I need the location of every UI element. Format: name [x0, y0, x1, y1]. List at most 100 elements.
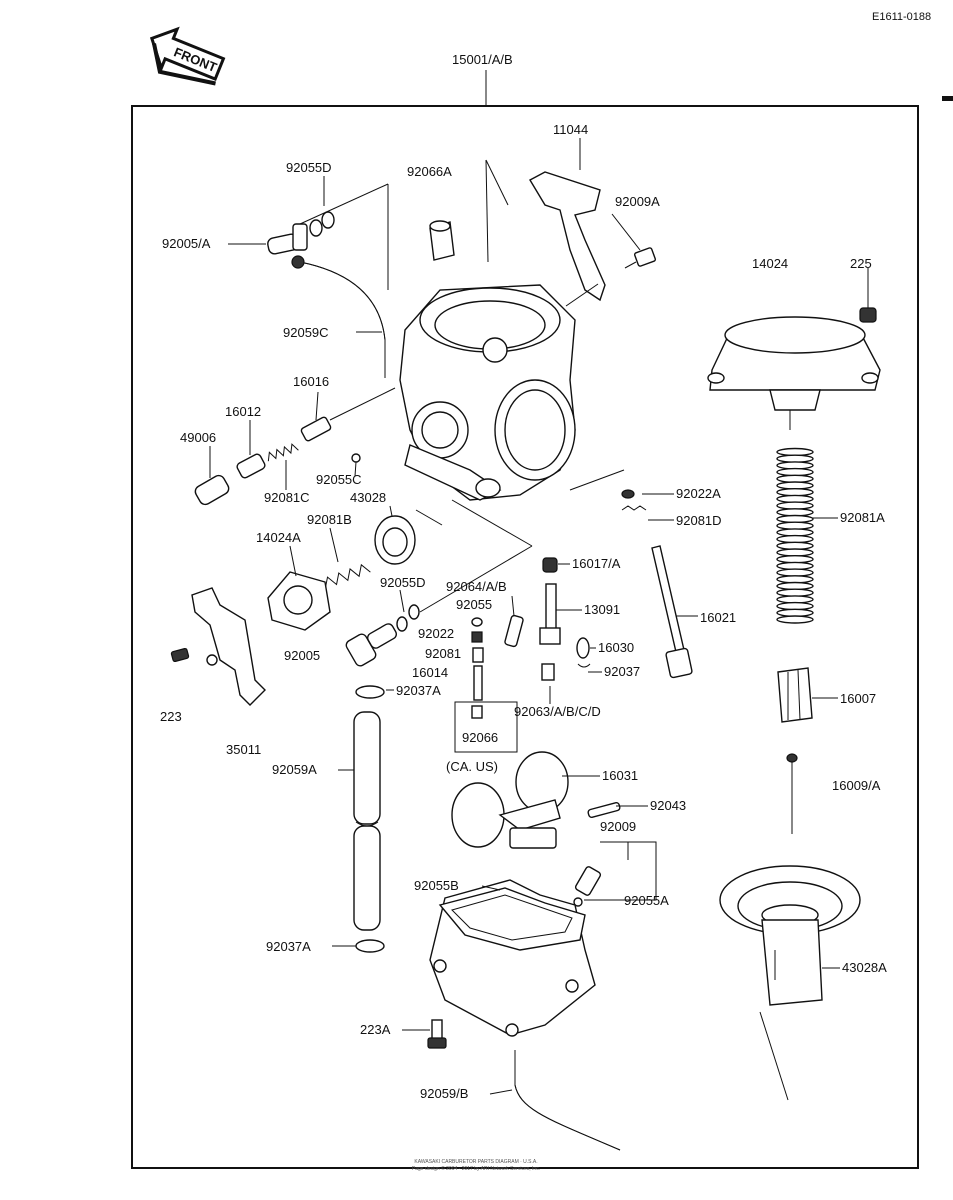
valve-92009 [573, 866, 602, 907]
spring-coil [776, 508, 814, 517]
spring-coil [776, 548, 814, 557]
spring-92081d [621, 505, 647, 511]
spring-coil [776, 474, 814, 483]
spring-92081b [324, 563, 371, 589]
label-35011: 35011 [226, 742, 261, 757]
spring-coil [776, 521, 814, 530]
label-14024a: 14024A [256, 530, 301, 545]
label-92009: 92009 [600, 819, 636, 834]
spring-coil [776, 588, 814, 597]
label-92037a-top: 92037A [396, 683, 441, 698]
label-92081c: 92081C [264, 490, 310, 505]
spring-coil [776, 561, 814, 571]
label-92022: 92022 [418, 626, 454, 641]
cover-14024a [267, 571, 331, 631]
front-arrow-icon: FRONT [149, 26, 226, 86]
label-43028: 43028 [350, 490, 386, 505]
spring-coil [776, 601, 814, 611]
spring-coil [776, 481, 814, 490]
label-223: 223 [160, 709, 182, 724]
float-bowl [429, 879, 596, 1037]
spring-coil [776, 501, 814, 510]
fitting-92005a [267, 211, 335, 269]
label-16012: 16012 [225, 404, 261, 419]
spring-coil [776, 467, 814, 477]
screw-225 [859, 290, 877, 323]
label-16009a: 16009/A [832, 778, 881, 793]
oring-92055c [351, 453, 361, 463]
diaphragm-43028 [374, 515, 416, 565]
box-92066 [454, 701, 518, 753]
label-92063abcd: 92063/A/B/C/D [514, 704, 601, 719]
label-92055c: 92055C [316, 472, 362, 487]
spring-coil [776, 541, 814, 550]
label-92064ab: 92064/A/B [446, 579, 507, 594]
label-92009a: 92009A [615, 194, 660, 209]
label-92081a: 92081A [840, 510, 885, 525]
needle-16009 [786, 753, 798, 826]
label-92066: 92066 [462, 730, 498, 745]
clip-92037a-bottom [355, 939, 385, 953]
spring-coil [776, 534, 814, 544]
retainer-16007 [777, 667, 813, 723]
label-225: 225 [850, 256, 872, 271]
label-ca-us: (CA. US) [446, 759, 498, 774]
part-labels: 11044 92055D 92066A 92009A 92005/A 14024… [160, 122, 887, 1101]
spring-coil [776, 447, 814, 457]
label-92081b: 92081B [307, 512, 352, 527]
label-92059c: 92059C [283, 325, 329, 340]
spring-coil [776, 575, 814, 584]
hose-92059b [514, 1050, 621, 1151]
jet-parts [471, 557, 591, 701]
label-92081d: 92081D [676, 513, 722, 528]
washer-92022a [621, 489, 635, 499]
label-92037: 92037 [604, 664, 640, 679]
label-16030: 16030 [598, 640, 634, 655]
spring-coil [776, 461, 814, 470]
valve-16016 [300, 387, 396, 442]
bracket-11044 [529, 171, 606, 302]
footer-line-1: KAWASAKI CARBURETOR PARTS DIAGRAM · U.S.… [414, 1159, 537, 1165]
shaft-16021 [651, 545, 693, 679]
label-92055: 92055 [456, 597, 492, 612]
label-16016: 16016 [293, 374, 329, 389]
label-92055d-mid: 92055D [380, 575, 426, 590]
label-49006: 49006 [180, 430, 216, 445]
label-92081: 92081 [425, 646, 461, 661]
diaphragm-43028a [719, 865, 861, 1006]
label-92005: 92005 [284, 648, 320, 663]
spring-coil [776, 555, 814, 564]
screw-92009a [624, 247, 656, 269]
diagram-code: E1611-0188 [872, 11, 931, 23]
edge-mark [942, 96, 953, 101]
label-92055a: 92055A [624, 893, 669, 908]
label-43028a: 43028A [842, 960, 887, 975]
spring-coil [776, 488, 814, 497]
float-16031 [451, 751, 569, 849]
top-cover-14024 [707, 316, 881, 411]
spring-coil [776, 581, 814, 591]
label-223a: 223A [360, 1022, 391, 1037]
spring-coil [776, 494, 814, 504]
label-92059b: 92059/B [420, 1086, 468, 1101]
spring-coil [776, 454, 814, 463]
label-92043: 92043 [650, 798, 686, 813]
assembly-label: 15001/A/B [452, 52, 513, 67]
label-14024: 14024 [752, 256, 788, 271]
label-92055d-top: 92055D [286, 160, 332, 175]
label-92005a: 92005/A [162, 236, 211, 251]
spring-coil [776, 595, 814, 604]
leader-lines [209, 138, 869, 1101]
diagram-frame [131, 105, 919, 1169]
pin-92043 [587, 801, 621, 819]
spring-92081a [776, 447, 814, 624]
clip-92037a-top [355, 685, 385, 699]
cap-top [429, 220, 451, 232]
cap-49006 [194, 474, 230, 506]
footer-line-2: Page design © 2004 - 2017 by ARI Network… [412, 1165, 540, 1172]
screw-223a [427, 1019, 447, 1049]
jet-92066 [471, 705, 483, 719]
spring-coil [776, 514, 814, 524]
spring-coil [776, 528, 814, 537]
